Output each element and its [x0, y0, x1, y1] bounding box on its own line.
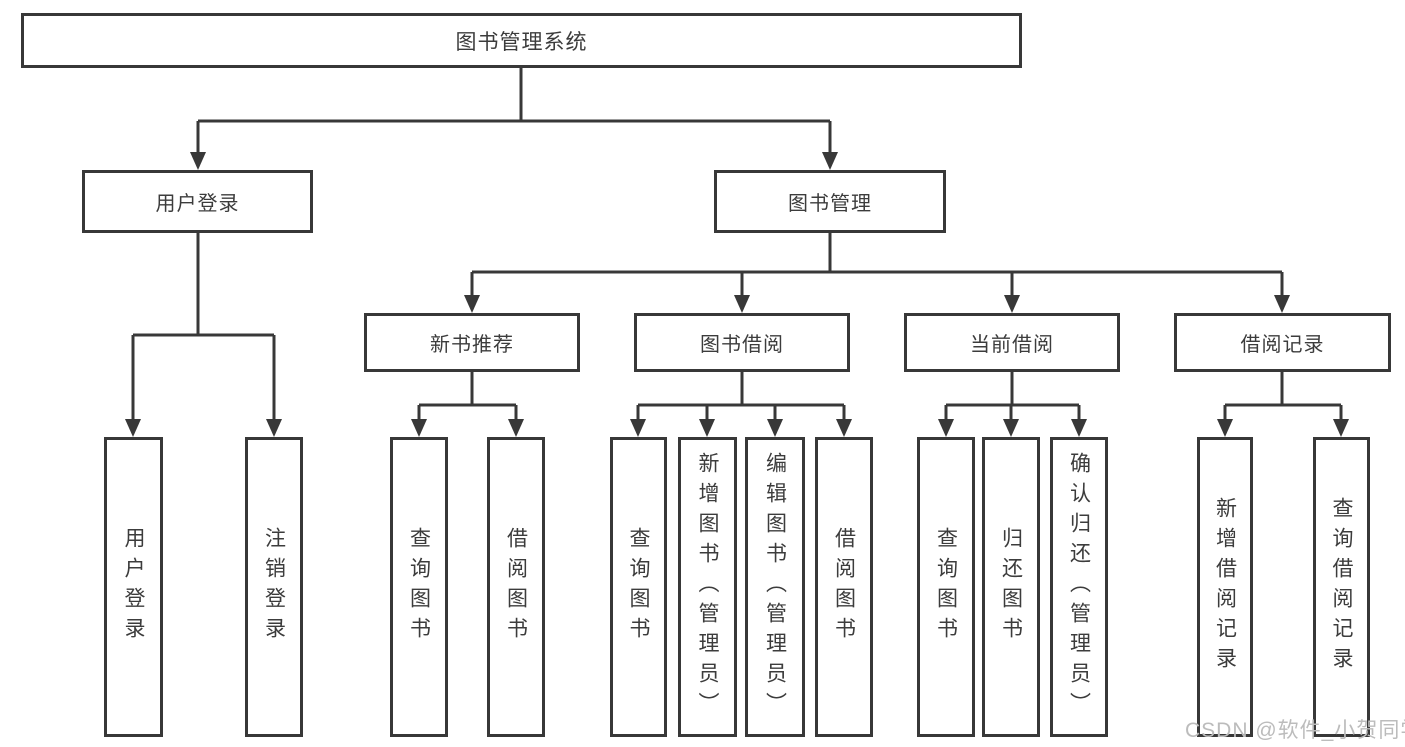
leaf-recommend-query-books: 查询图书 [390, 437, 448, 737]
leaf-label: 注销登录 [262, 527, 286, 647]
leaf-label: 查询图书 [934, 527, 958, 647]
leaf-label: 用户登录 [122, 527, 145, 647]
csdn-watermark: CSDN @软件_小贺同学 [1185, 719, 1405, 742]
node-book-borrow: 图书借阅 [634, 313, 850, 372]
leaf-borrow-query-books: 查询图书 [610, 437, 667, 737]
leaf-borrow-edit-books-admin: 编辑图书（管理员） [745, 437, 805, 737]
leaf-label: 借阅图书 [832, 527, 856, 647]
leaf-label: 新增借阅记录 [1213, 497, 1237, 677]
leaf-current-return-books: 归还图书 [982, 437, 1040, 737]
node-library-management-system: 图书管理系统 [21, 13, 1022, 68]
leaf-label: 查询图书 [407, 527, 431, 647]
leaf-current-confirm-return-admin: 确认归还（管理员） [1050, 437, 1108, 737]
leaf-borrow-borrow-books: 借阅图书 [815, 437, 873, 737]
leaf-borrow-add-books-admin: 新增图书（管理员） [678, 437, 737, 737]
node-new-book-recommend: 新书推荐 [364, 313, 580, 372]
leaf-label: 归还图书 [999, 527, 1023, 647]
leaf-label: 编辑图书（管理员） [763, 452, 787, 722]
leaf-label: 查询图书 [627, 527, 650, 647]
leaf-recommend-borrow-books: 借阅图书 [487, 437, 545, 737]
leaf-label: 查询借阅记录 [1330, 497, 1353, 677]
node-book-management: 图书管理 [714, 170, 946, 233]
node-borrow-records: 借阅记录 [1174, 313, 1391, 372]
leaf-records-query-record: 查询借阅记录 [1313, 437, 1370, 737]
leaf-records-add-record: 新增借阅记录 [1197, 437, 1253, 737]
leaf-user-login: 用户登录 [104, 437, 163, 737]
node-user-login: 用户登录 [82, 170, 313, 233]
leaf-label: 借阅图书 [504, 527, 528, 647]
leaf-current-query-books: 查询图书 [917, 437, 975, 737]
node-current-borrow: 当前借阅 [904, 313, 1120, 372]
leaf-label: 新增图书（管理员） [696, 452, 719, 722]
leaf-logout: 注销登录 [245, 437, 303, 737]
leaf-label: 确认归还（管理员） [1067, 452, 1091, 722]
